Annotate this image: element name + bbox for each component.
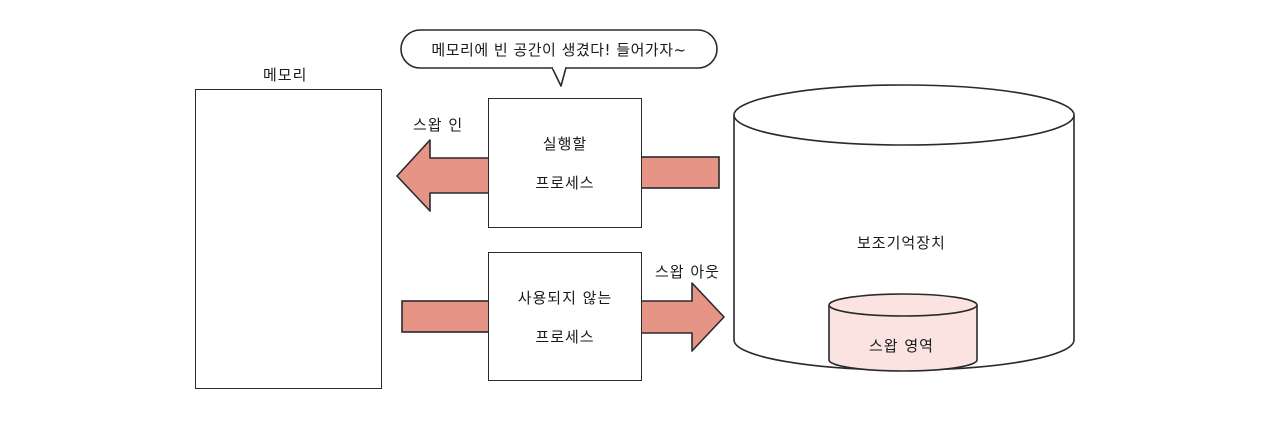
speech-bubble-text: 메모리에 빈 공간이 생겼다! 들어가자~ — [431, 40, 687, 59]
swap-in-arrow — [396, 139, 490, 212]
swap-in-arrow-tail — [640, 156, 720, 189]
swap-out-label: 스왑 아웃 — [655, 263, 720, 281]
swap-in-label: 스왑 인 — [413, 116, 464, 134]
storage-label: 보조기억장치 — [857, 234, 946, 252]
unused-process-box: 사용되지 않는 프로세스 — [488, 252, 642, 381]
memory-box — [195, 89, 382, 389]
swap-area-cylinder — [828, 293, 978, 372]
unused-process-line2: 프로세스 — [535, 327, 595, 346]
memory-title: 메모리 — [263, 66, 308, 84]
unused-process-line1: 사용되지 않는 — [517, 288, 613, 307]
swap-area-label: 스왑 영역 — [869, 337, 934, 355]
speech-bubble-shape — [400, 29, 718, 87]
process-to-run-line1: 실행할 — [542, 135, 588, 153]
process-to-run-line2: 프로세스 — [535, 174, 595, 192]
storage-cylinder — [733, 84, 1075, 371]
swap-out-arrow-tail — [401, 300, 490, 333]
process-to-run-box: 실행할 프로세스 — [488, 98, 642, 228]
swap-out-arrow — [640, 282, 725, 352]
